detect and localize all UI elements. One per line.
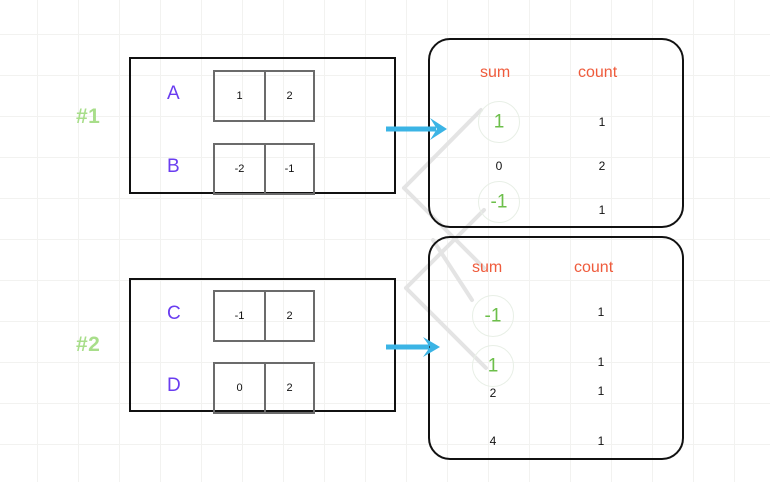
result-panel-2: sum count -1 1 1 1 2 1 4 1 xyxy=(428,236,684,460)
step-tag-2: #2 xyxy=(76,333,101,356)
group-row-label-B: B xyxy=(167,156,180,177)
cell-B-1: -1 xyxy=(264,145,313,193)
cell-B-0: -2 xyxy=(234,163,245,175)
group-row-label-D: D xyxy=(167,375,181,396)
group-row-label-A: A xyxy=(167,83,180,104)
result-panel-1: sum count 1 1 0 2 -1 1 xyxy=(428,38,684,228)
sum-value-1-2: -1 xyxy=(490,191,508,213)
column-header-sum-2: sum xyxy=(472,259,503,276)
highlight-circle-1-2 xyxy=(478,181,520,223)
highlight-circle-1-0 xyxy=(478,101,520,143)
highlight-circle-2-0 xyxy=(472,295,514,337)
cell-D-0: 0 xyxy=(236,382,243,394)
group-box-1: A 1 2 B -2 -1 xyxy=(129,57,396,195)
group-box-2: C -1 2 D 0 2 xyxy=(129,278,396,414)
sum-value-2-2: 2 xyxy=(489,386,497,400)
sum-value-1-1: 0 xyxy=(495,159,503,173)
pair-cells-A: 1 2 xyxy=(213,70,315,122)
count-value-2-3: 1 xyxy=(597,434,605,448)
sum-value-2-3: 4 xyxy=(489,434,497,448)
column-header-count-2: count xyxy=(574,259,614,276)
column-header-count-1: count xyxy=(578,64,618,81)
step-tag-1: #1 xyxy=(76,105,101,128)
cell-D-1: 2 xyxy=(264,364,313,412)
sum-value-2-0: -1 xyxy=(484,305,502,327)
cell-A-0: 1 xyxy=(236,90,243,102)
count-value-1-0: 1 xyxy=(598,115,606,129)
count-value-2-2: 1 xyxy=(597,384,605,398)
sum-value-2-1: 1 xyxy=(487,355,499,377)
column-header-sum-1: sum xyxy=(480,64,511,81)
group-row-label-C: C xyxy=(167,303,181,324)
cell-C-1: 2 xyxy=(264,292,313,340)
cell-A-1: 2 xyxy=(264,72,313,120)
sum-value-1-0: 1 xyxy=(493,111,505,133)
highlight-circle-2-1 xyxy=(472,345,514,387)
count-value-1-1: 2 xyxy=(598,159,606,173)
pair-cells-D: 0 2 xyxy=(213,362,315,414)
pair-cells-C: -1 2 xyxy=(213,290,315,342)
pair-cells-B: -2 -1 xyxy=(213,143,315,195)
count-value-1-2: 1 xyxy=(598,203,606,217)
cell-C-0: -1 xyxy=(234,310,245,322)
count-value-2-0: 1 xyxy=(597,305,605,319)
count-value-2-1: 1 xyxy=(597,355,605,369)
